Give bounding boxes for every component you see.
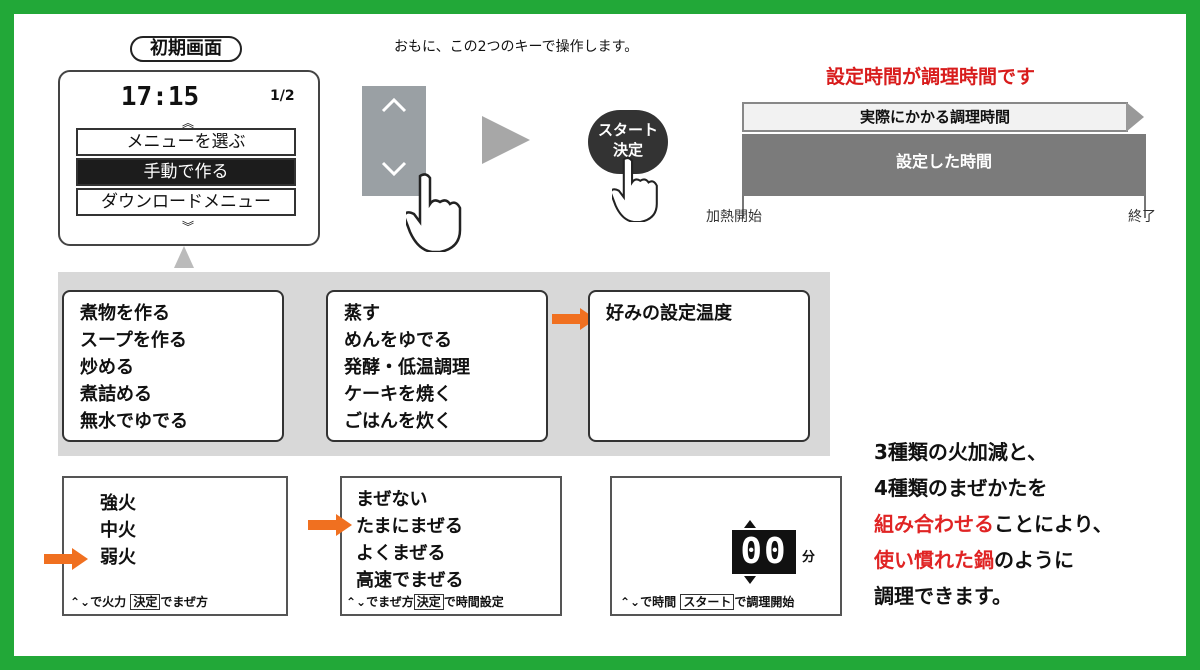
heat-option-strong[interactable]: 強火	[100, 493, 136, 514]
time-up-icon	[744, 520, 756, 528]
list-item[interactable]: めんをゆでる	[344, 330, 452, 351]
menu-item-download[interactable]: ダウンロードメニュー	[76, 188, 296, 216]
caption-line-4: 使い慣れた鍋のように	[874, 548, 1074, 572]
list-item[interactable]: 炒める	[80, 357, 134, 378]
actual-time-arrow: 実際にかかる調理時間	[742, 102, 1128, 132]
caption-line-3: 組み合わせることにより、	[874, 512, 1113, 536]
orange-arrow-icon	[552, 308, 596, 330]
caption-line-1: 3種類の火加減と、	[874, 440, 1048, 464]
heat-option-medium[interactable]: 中火	[100, 520, 136, 541]
orange-arrow-icon	[308, 514, 352, 536]
arrow-tip-icon	[1126, 102, 1144, 132]
stir-screen: まぜない たまにまぜる よくまぜる 高速でまぜる ⌃⌄でまぜ方決定で時間設定	[340, 476, 562, 616]
mode-box-3: 好みの設定温度	[588, 290, 810, 442]
pointing-hand-icon	[406, 173, 462, 252]
up-key-icon[interactable]	[362, 92, 426, 122]
callout-pointer	[174, 246, 194, 268]
timeline-title: 設定時間が調理時間です	[826, 66, 1036, 88]
set-time-bar: 設定した時間	[742, 134, 1146, 196]
up-down-mini-icon: ⌃⌄	[620, 595, 641, 609]
stir-option-fast[interactable]: 高速でまぜる	[356, 570, 464, 591]
minutes-display[interactable]: 00	[732, 530, 796, 574]
timer-screen: 00 分 ⌃⌄で時間 スタートで調理開始	[610, 476, 842, 616]
minutes-unit: 分	[802, 550, 816, 565]
menu-item-manual[interactable]: 手動で作る	[76, 158, 296, 186]
list-item[interactable]: 蒸す	[344, 303, 380, 324]
list-item[interactable]: ごはんを炊く	[344, 411, 452, 432]
mode-box-2: 蒸す めんをゆでる 発酵・低温調理 ケーキを焼く ごはんを炊く	[326, 290, 548, 442]
list-item[interactable]: 発酵・低温調理	[344, 357, 470, 378]
mode-box-1: 煮物を作る スープを作る 炒める 煮詰める 無水でゆでる	[62, 290, 284, 442]
decide-mini-key: 決定	[413, 594, 444, 610]
caption: 3種類の火加減と、 4種類のまぜかたを 組み合わせることにより、 使い慣れた鍋の…	[874, 434, 1113, 614]
pointing-hand-icon-2	[612, 156, 658, 222]
up-down-mini-icon: ⌃⌄	[346, 595, 367, 609]
clock-display: 17:15	[120, 82, 200, 112]
stir-option-none[interactable]: まぜない	[356, 489, 428, 510]
header-note: おもに、この2つのキーで操作します。	[394, 39, 639, 55]
up-down-keys[interactable]	[362, 86, 426, 196]
list-item[interactable]: ケーキを焼く	[344, 384, 452, 405]
list-item[interactable]: 好みの設定温度	[606, 303, 732, 324]
start-mini-key: スタート	[680, 594, 735, 610]
stir-footer: ⌃⌄でまぜ方決定で時間設定	[346, 594, 504, 610]
stir-option-often[interactable]: よくまぜる	[356, 543, 446, 564]
diagram-canvas: 初期画面 17:15 1/2 ︽ メニューを選ぶ 手動で作る ダウンロードメニュ…	[14, 14, 1186, 656]
end-label: 終了	[1128, 209, 1156, 225]
end-tick	[1144, 196, 1146, 218]
timer-footer: ⌃⌄で時間 スタートで調理開始	[620, 594, 795, 610]
menu-item-select-menu[interactable]: メニューを選ぶ	[76, 128, 296, 156]
heat-footer: ⌃⌄で火力 決定でまぜ方	[70, 594, 208, 610]
caption-line-5: 調理できます。	[874, 584, 1012, 608]
up-down-mini-icon: ⌃⌄	[70, 595, 91, 609]
heat-option-weak[interactable]: 弱火	[100, 547, 136, 568]
list-item[interactable]: 無水でゆでる	[80, 411, 188, 432]
scroll-down-icon: ︾	[181, 220, 194, 234]
orange-arrow-icon	[44, 548, 88, 570]
scroll-up-icon: ︽	[181, 116, 194, 130]
list-item[interactable]: スープを作る	[80, 330, 187, 351]
time-down-icon	[744, 576, 756, 584]
start-tick	[742, 196, 744, 218]
next-arrow-icon	[482, 116, 530, 164]
initial-screen-label: 初期画面	[130, 36, 242, 62]
page-indicator: 1/2	[270, 88, 295, 104]
decide-mini-key: 決定	[130, 594, 161, 610]
stir-option-sometimes[interactable]: たまにまぜる	[356, 516, 463, 537]
list-item[interactable]: 煮物を作る	[80, 303, 170, 324]
caption-line-2: 4種類のまぜかたを	[874, 476, 1048, 500]
heat-screen: 強火 中火 弱火 ⌃⌄で火力 決定でまぜ方	[62, 476, 288, 616]
down-key-icon[interactable]	[362, 156, 426, 186]
decide-key-label: 決定	[612, 141, 643, 159]
list-item[interactable]: 煮詰める	[80, 384, 152, 405]
start-key-label: スタート	[597, 121, 658, 139]
start-label: 加熱開始	[706, 209, 762, 225]
